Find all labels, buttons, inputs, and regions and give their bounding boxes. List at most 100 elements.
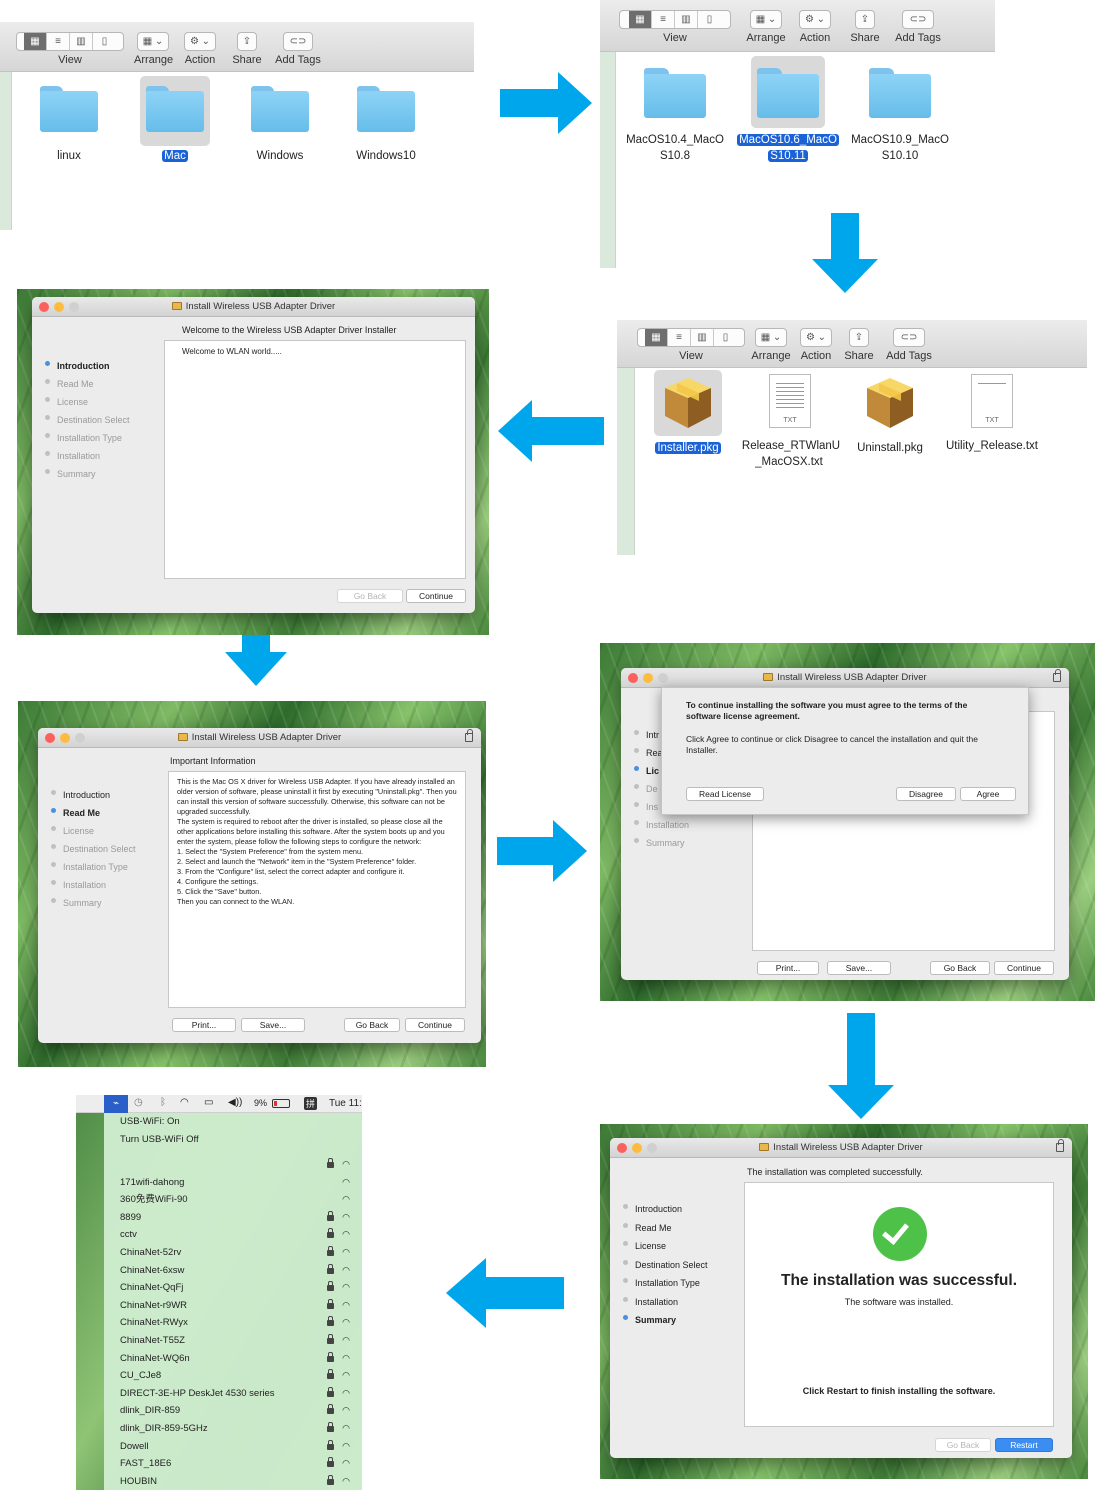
share-icon[interactable]: ⇪ [848,328,870,347]
add-tags-control[interactable]: ⊂⊃ Add Tags [883,328,935,362]
wifi-network-item[interactable]: 8899◠ [120,1209,350,1227]
gallery-view-icon[interactable]: ▯ [101,36,108,47]
action-control[interactable]: ⚙ ⌄ Action [797,328,835,362]
list-view-icon[interactable]: ≡ [668,329,691,346]
close-button[interactable] [39,302,49,312]
minimize-button[interactable] [632,1143,642,1153]
tag-icon[interactable]: ⊂⊃ [902,10,934,29]
go-back-button[interactable]: Go Back [337,589,403,603]
wifi-network-item[interactable]: ChinaNet-r9WR◠ [120,1297,350,1315]
file-item-utility-release-txt[interactable]: TXT Utility_Release.txt [939,374,1045,454]
volume-icon[interactable]: ◀)) [228,1097,243,1108]
folder-item-windows10[interactable]: Windows10 [346,86,426,164]
wifi-network-item[interactable]: dlink_DIR-859-5GHz◠ [120,1420,350,1438]
view-control[interactable]: ▦≡▥▯ View [619,10,731,44]
close-button[interactable] [45,733,55,743]
action-control[interactable]: ⚙ ⌄ Action [181,32,219,66]
usb-wifi-menu-icon[interactable]: ⌁ [104,1095,128,1113]
gear-icon[interactable]: ⚙ ⌄ [798,10,832,29]
list-view-icon[interactable]: ≡ [652,11,675,28]
arrange-icon[interactable]: ▦ ⌄ [749,10,783,29]
wifi-network-item[interactable]: ChinaNet-WQ6n◠ [120,1350,350,1368]
wifi-network-item[interactable]: ◠ [120,1156,350,1174]
read-license-button[interactable]: Read License [686,787,764,801]
disagree-button[interactable]: Disagree [896,787,956,801]
go-back-button[interactable]: Go Back [930,961,990,975]
gear-icon[interactable]: ⚙ ⌄ [183,32,217,51]
arrange-control[interactable]: ▦ ⌄ Arrange [134,32,173,66]
list-view-icon[interactable]: ≡ [47,33,70,50]
zoom-button[interactable] [647,1143,657,1153]
airplay-icon[interactable]: ▭ [204,1097,214,1108]
view-control[interactable]: ▦≡▥▯ View [637,328,745,362]
save-button[interactable]: Save... [241,1018,305,1032]
gallery-view-icon[interactable]: ▯ [706,14,713,25]
agree-button[interactable]: Agree [960,787,1016,801]
wifi-network-item[interactable]: ChinaNet-T55Z◠ [120,1332,350,1350]
folder-item-windows[interactable]: Windows [245,86,315,164]
zoom-button[interactable] [75,733,85,743]
minimize-button[interactable] [643,673,653,683]
continue-button[interactable]: Continue [405,1018,465,1032]
tag-icon[interactable]: ⊂⊃ [283,32,313,51]
arrange-control[interactable]: ▦ ⌄ Arrange [744,10,788,44]
go-back-button[interactable]: Go Back [935,1438,991,1452]
column-view-icon[interactable]: ▥ [70,33,93,50]
minimize-button[interactable] [60,733,70,743]
zoom-button[interactable] [658,673,668,683]
wifi-network-item[interactable]: 171wifi-dahong◠ [120,1174,350,1192]
wifi-network-item[interactable]: ChinaNet-6xsw◠ [120,1262,350,1280]
arrange-icon[interactable]: ▦ ⌄ [136,32,170,51]
input-method-icon[interactable]: 拼 [304,1097,318,1110]
icon-view-icon[interactable]: ▦ [24,33,47,50]
wifi-network-item[interactable]: HOUBIN◠ [120,1473,350,1490]
clock[interactable]: Tue 11: [329,1098,362,1109]
close-button[interactable] [617,1143,627,1153]
add-tags-control[interactable]: ⊂⊃ Add Tags [274,32,322,66]
wifi-network-item[interactable]: DIRECT-3E-HP DeskJet 4530 series◠ [120,1385,350,1403]
minimize-button[interactable] [54,302,64,312]
wifi-network-item[interactable]: ChinaNet-52rv◠ [120,1244,350,1262]
file-item-installer-pkg[interactable]: Installer.pkg [647,374,729,456]
column-view-icon[interactable]: ▥ [675,11,698,28]
time-machine-icon[interactable]: ◷ [134,1097,143,1108]
file-item-release-txt[interactable]: TXT Release_RTWlanU _MacOSX.txt [737,374,843,470]
wifi-network-item[interactable]: dlink_DIR-859◠ [120,1402,350,1420]
print-button[interactable]: Print... [172,1018,236,1032]
wifi-network-item[interactable]: cctv◠ [120,1226,350,1244]
file-item-uninstall-pkg[interactable]: Uninstall.pkg [847,374,933,456]
share-control[interactable]: ⇪ Share [845,10,885,44]
arrange-icon[interactable]: ▦ ⌄ [754,328,788,347]
arrange-control[interactable]: ▦ ⌄ Arrange [749,328,793,362]
wifi-network-item[interactable]: FAST_18E6◠ [120,1455,350,1473]
tag-icon[interactable]: ⊂⊃ [893,328,925,347]
zoom-button[interactable] [69,302,79,312]
continue-button[interactable]: Continue [406,589,466,603]
wifi-network-item[interactable]: 360免费WiFi-90◠ [120,1191,350,1209]
restart-button[interactable]: Restart [995,1438,1053,1452]
continue-button[interactable]: Continue [994,961,1054,975]
folder-item-mac[interactable]: Mac [140,86,210,164]
share-control[interactable]: ⇪ Share [841,328,877,362]
go-back-button[interactable]: Go Back [344,1018,400,1032]
share-control[interactable]: ⇪ Share [229,32,265,66]
readme-text-pane[interactable]: This is the Mac OS X driver for Wireless… [168,771,466,1008]
bluetooth-icon[interactable]: ᛒ [160,1097,166,1108]
gallery-view-icon[interactable]: ▯ [722,332,729,343]
wifi-network-item[interactable]: ChinaNet-RWyx◠ [120,1314,350,1332]
icon-view-icon[interactable]: ▦ [629,11,652,28]
battery-icon[interactable] [272,1099,290,1108]
save-button[interactable]: Save... [827,961,891,975]
share-icon[interactable]: ⇪ [854,10,876,29]
share-icon[interactable]: ⇪ [236,32,258,51]
wifi-network-item[interactable]: CU_CJe8◠ [120,1367,350,1385]
wifi-network-item[interactable]: Dowell◠ [120,1438,350,1456]
add-tags-control[interactable]: ⊂⊃ Add Tags [892,10,944,44]
wifi-network-item[interactable]: ChinaNet-QqFj◠ [120,1279,350,1297]
view-control[interactable]: ▦≡▥▯ View [16,32,124,66]
folder-item-linux[interactable]: linux [34,86,104,164]
gear-icon[interactable]: ⚙ ⌄ [799,328,833,347]
